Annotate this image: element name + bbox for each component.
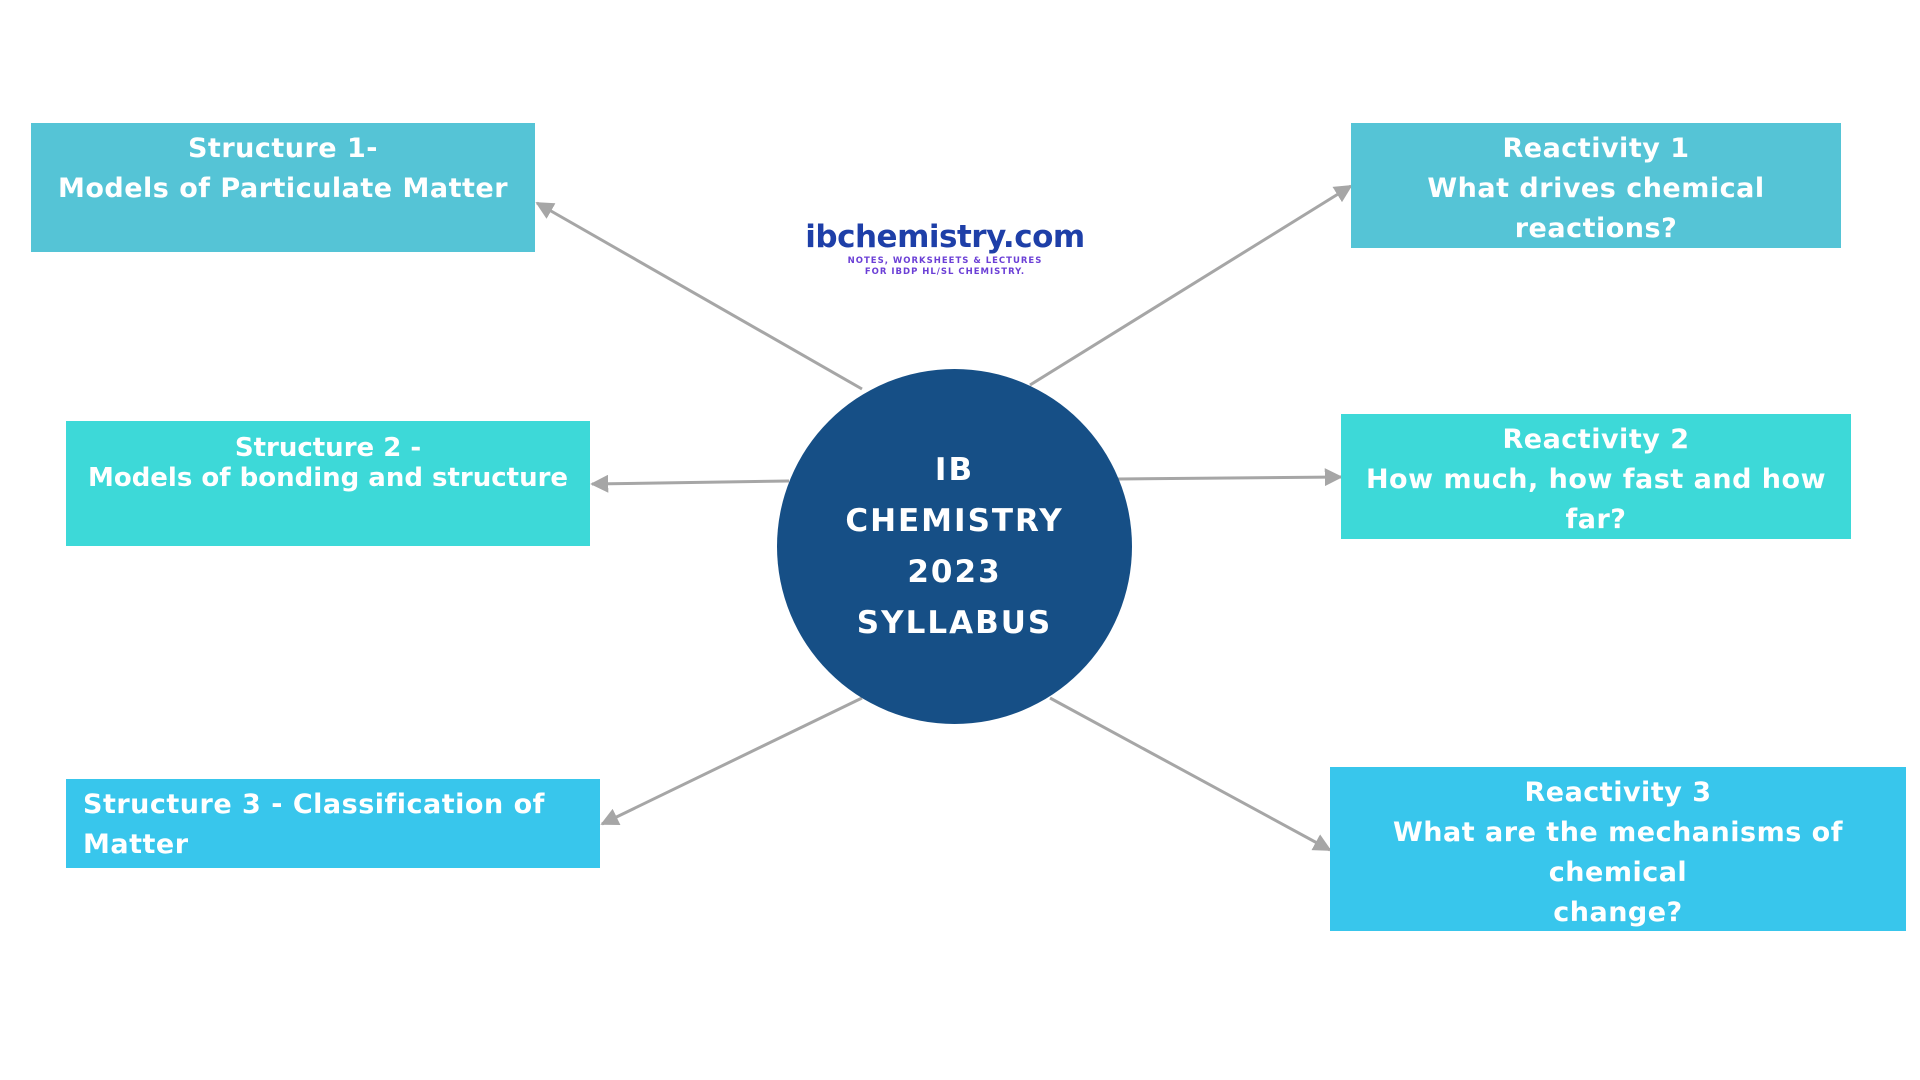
reactivity-1-title: Reactivity 1 <box>1502 133 1690 164</box>
structure-1-box: Structure 1- Models of Particulate Matte… <box>31 123 535 252</box>
structure-2-subtitle: Models of bonding and structure <box>87 463 569 493</box>
reactivity-2-box: Reactivity 2 How much, how fast and how … <box>1341 414 1851 539</box>
logo-wordmark: ibchemistry.com <box>805 219 1085 255</box>
reactivity-1-box: Reactivity 1 What drives chemical reacti… <box>1351 123 1841 248</box>
ibchemistry-logo: ibchemistry.com NOTES, WORKSHEETS & LECT… <box>805 218 1085 278</box>
arrow-to-reactivity-2 <box>1117 468 1343 487</box>
logo-tagline-line-2: FOR IBDP HL/SL CHEMISTRY. <box>864 267 1026 277</box>
structure-2-box: Structure 2 - Models of bonding and stru… <box>66 421 590 546</box>
center-line-4: SYLLABUS <box>856 604 1053 641</box>
arrow-to-structure-1 <box>535 201 863 391</box>
reactivity-3-box: Reactivity 3 What are the mechanisms of … <box>1330 767 1906 931</box>
arrow-to-reactivity-1 <box>1029 184 1353 387</box>
reactivity-3-subtitle: What are the mechanisms of chemical <box>1393 817 1843 888</box>
arrow-to-structure-3 <box>600 696 863 826</box>
structure-3-title: Structure 3 - Classification of Matter <box>83 789 545 860</box>
arrow-to-structure-2 <box>590 474 790 493</box>
reactivity-2-title: Reactivity 2 <box>1502 424 1690 455</box>
arrow-to-reactivity-3 <box>1049 696 1332 852</box>
center-line-3: 2023 <box>907 553 1002 590</box>
structure-3-box: Structure 3 - Classification of Matter <box>66 779 600 868</box>
reactivity-1-subtitle: What drives chemical reactions? <box>1427 173 1765 244</box>
center-line-2: CHEMISTRY <box>845 502 1064 539</box>
center-line-1: IB <box>934 451 975 488</box>
structure-1-subtitle: Models of Particulate Matter <box>57 173 509 204</box>
center-syllabus-circle: IB CHEMISTRY 2023 SYLLABUS <box>777 369 1132 724</box>
reactivity-2-subtitle: How much, how fast and how far? <box>1365 464 1827 535</box>
reactivity-3-subtitle-cont: change? <box>1553 897 1683 928</box>
structure-2-title: Structure 2 - <box>234 433 422 463</box>
structure-1-title: Structure 1- <box>187 133 379 164</box>
logo-tagline-line-1: NOTES, WORKSHEETS & LECTURES <box>847 256 1043 266</box>
reactivity-3-title: Reactivity 3 <box>1524 777 1712 808</box>
